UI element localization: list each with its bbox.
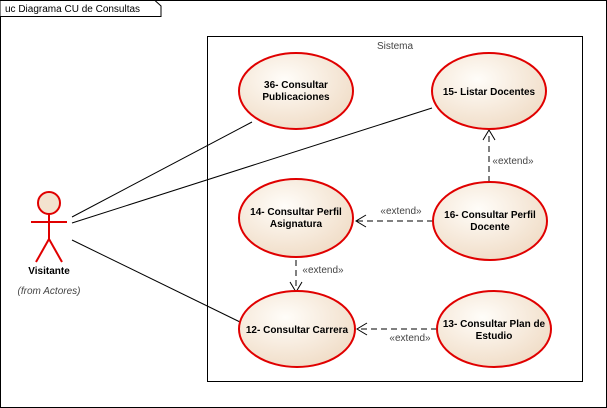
extend-label-uc13-uc12: «extend» bbox=[389, 333, 431, 344]
extend-relations bbox=[295, 132, 490, 330]
use-case-15-line1: 15- Listar Docentes bbox=[443, 87, 536, 98]
use-case-13-line1: 13- Consultar Plan de bbox=[443, 319, 546, 330]
use-case-15[interactable]: 15- Listar Docentes bbox=[431, 52, 547, 130]
actor-note: (from Actores) bbox=[18, 286, 81, 297]
use-case-15-ellipse[interactable] bbox=[431, 52, 547, 130]
use-case-14-line1: 14- Consultar Perfil bbox=[250, 207, 342, 218]
actor-figure-icon[interactable] bbox=[31, 191, 67, 263]
actor-visitante[interactable]: Visitante (from Actores) bbox=[18, 191, 81, 297]
use-case-12[interactable]: 12- Consultar Carrera bbox=[238, 290, 356, 368]
use-case-13[interactable]: 13- Consultar Plan de Estudio bbox=[436, 290, 552, 368]
arrowhead-uc14 bbox=[355, 214, 367, 228]
frame-tab: uc Diagrama CU de Consultas bbox=[0, 0, 162, 17]
use-case-14-line2: Asignatura bbox=[270, 219, 323, 230]
associations bbox=[71, 107, 433, 323]
use-case-16[interactable]: 16- Consultar Perfil Docente bbox=[432, 181, 548, 261]
extend-label-uc14-uc12: «extend» bbox=[302, 265, 344, 276]
use-case-36-ellipse[interactable] bbox=[238, 52, 354, 130]
use-case-12-line1: 12- Consultar Carrera bbox=[246, 325, 349, 336]
use-case-16-line1: 16- Consultar Perfil bbox=[444, 210, 536, 221]
actor-name: Visitante bbox=[28, 266, 70, 277]
arrowhead-uc12-right bbox=[356, 322, 368, 336]
use-case-36[interactable]: 36- Consultar Publicaciones bbox=[238, 52, 354, 130]
system-label: Sistema bbox=[377, 41, 414, 52]
use-case-16-ellipse[interactable] bbox=[432, 181, 548, 261]
use-case-36-line2: Publicaciones bbox=[262, 92, 330, 103]
frame-title: uc Diagrama CU de Consultas bbox=[5, 4, 140, 15]
use-case-14[interactable]: 14- Consultar Perfil Asignatura bbox=[238, 178, 354, 258]
assoc-actor-uc36[interactable] bbox=[71, 121, 253, 218]
use-case-16-line2: Docente bbox=[470, 222, 510, 233]
assoc-actor-uc15[interactable] bbox=[71, 107, 433, 224]
extend-label-uc16-uc14: «extend» bbox=[380, 206, 422, 217]
extend-label-uc16-uc15: «extend» bbox=[492, 156, 534, 167]
assoc-actor-uc12[interactable] bbox=[71, 239, 241, 323]
actor-right-leg bbox=[48, 238, 63, 263]
use-case-12-ellipse[interactable] bbox=[238, 290, 356, 368]
use-case-14-ellipse[interactable] bbox=[238, 178, 354, 258]
use-case-13-line2: Estudio bbox=[476, 331, 513, 342]
actor-head bbox=[37, 191, 61, 215]
use-case-36-line1: 36- Consultar bbox=[264, 80, 328, 91]
actor-left-leg bbox=[35, 238, 50, 263]
use-case-13-ellipse[interactable] bbox=[436, 290, 552, 368]
